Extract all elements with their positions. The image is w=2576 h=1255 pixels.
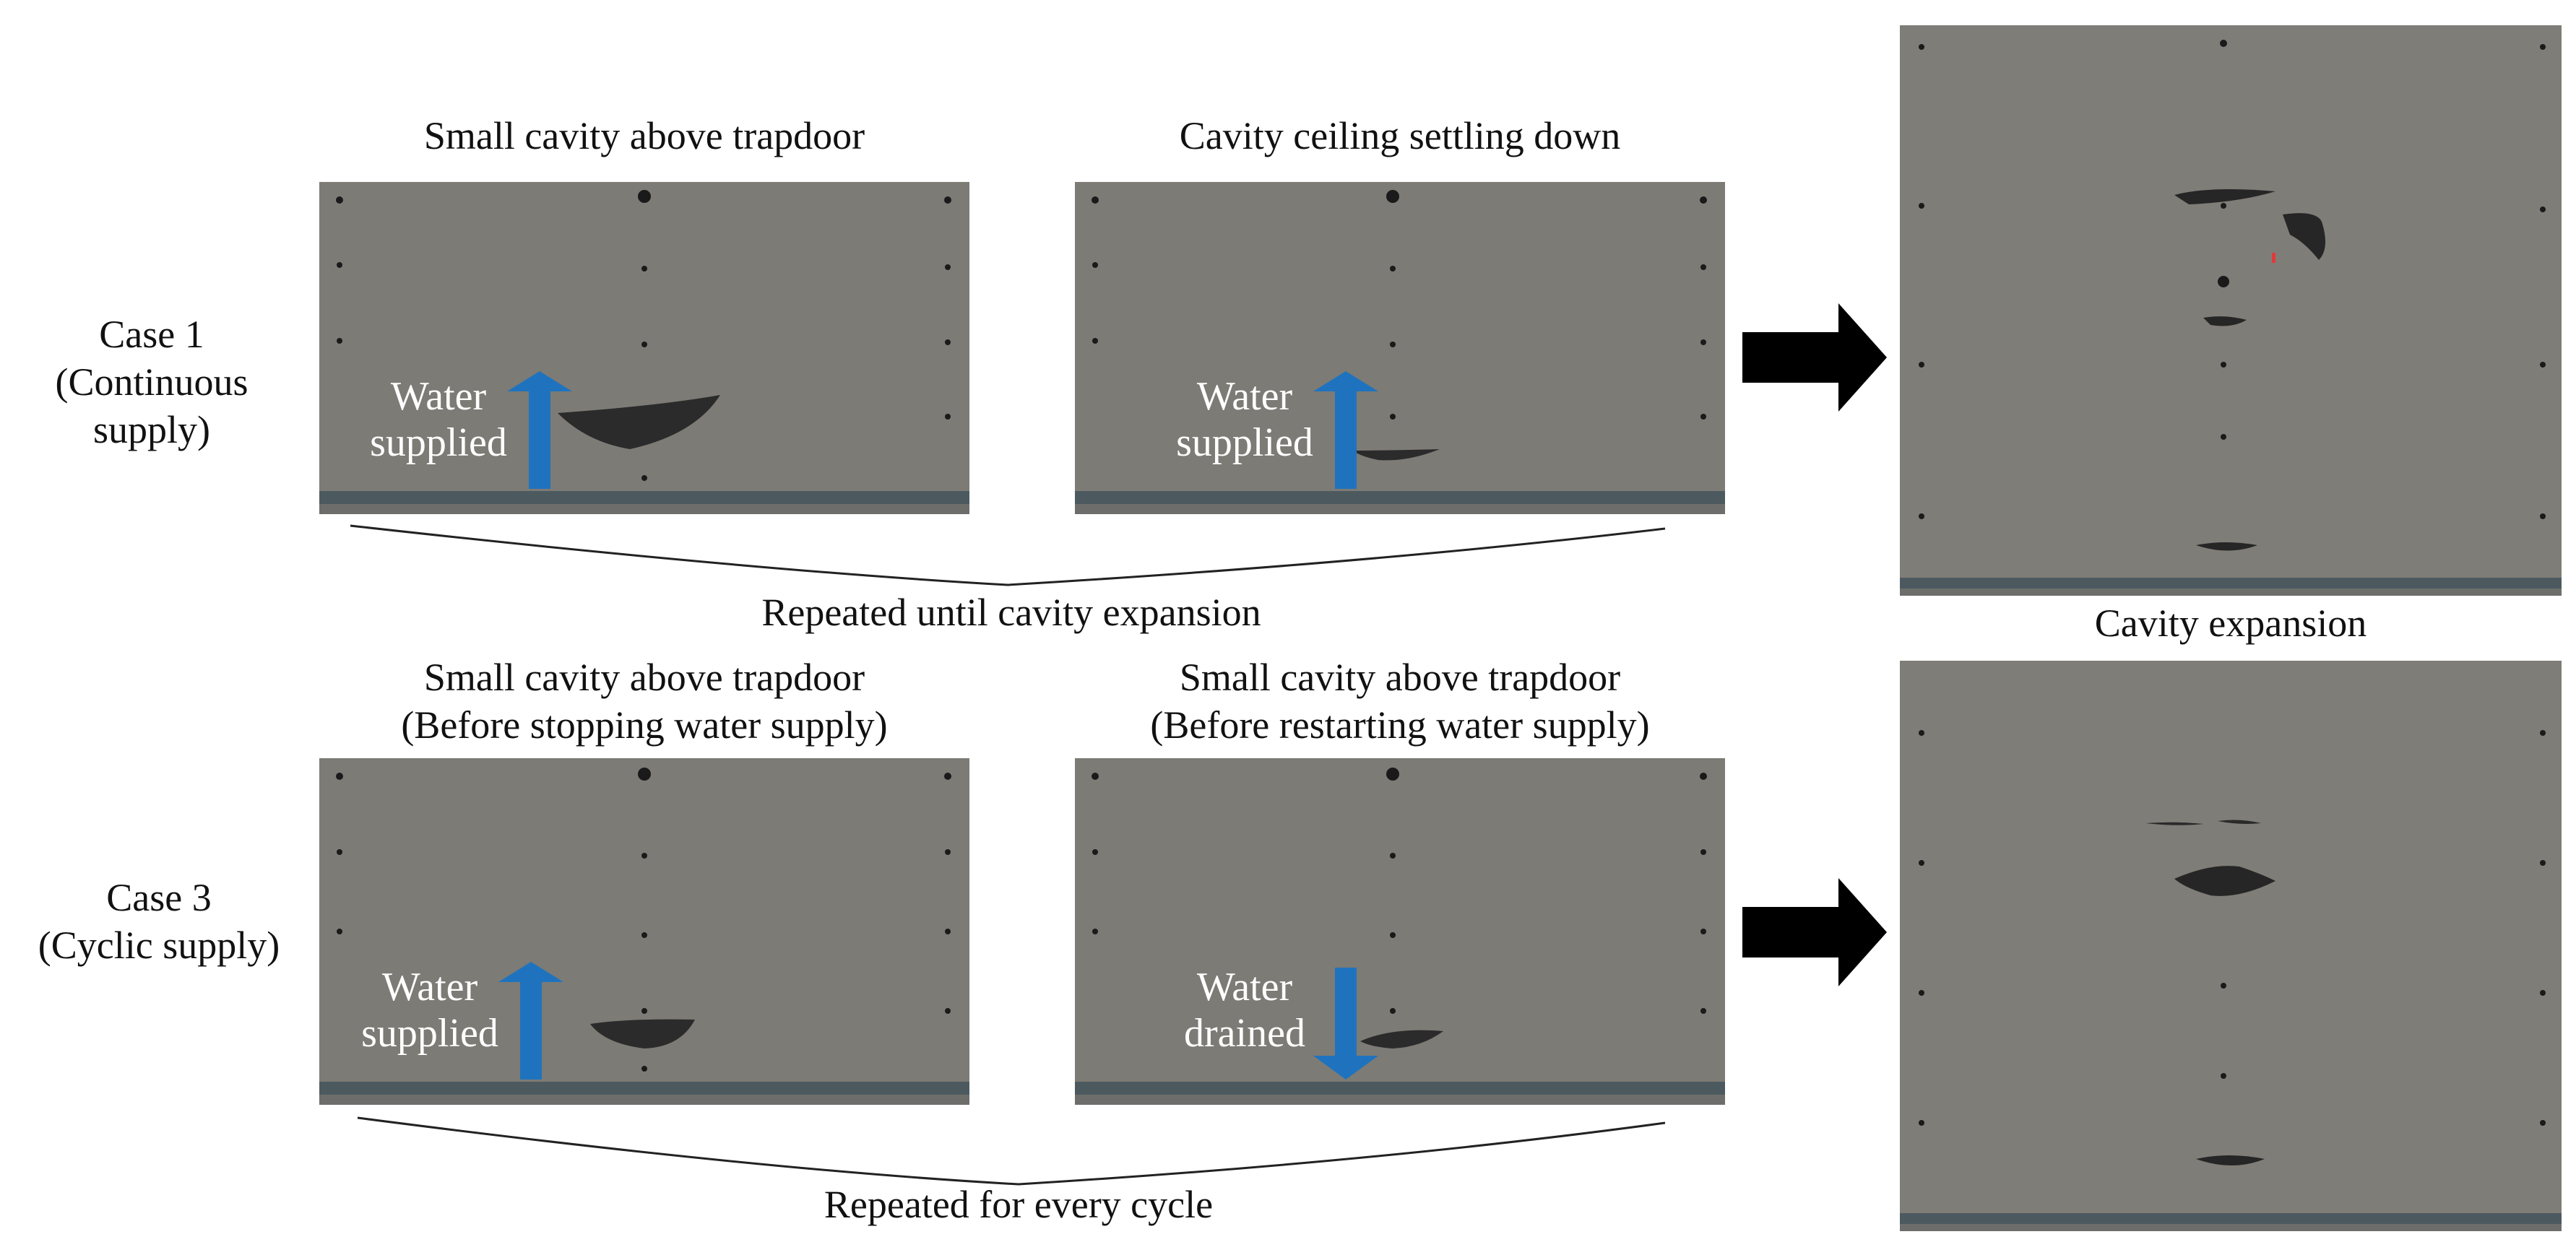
case1-label: Case 1 (Continuous supply) [0, 311, 303, 453]
row1-panel2-caption: Cavity ceiling settling down [1179, 114, 1621, 157]
row2-panel2-caption: Small cavity above trapdoor (Before rest… [1075, 653, 1725, 749]
row2-panel2-water-label: Water drained [1154, 964, 1335, 1056]
result-photo-case3-graphics [1900, 730, 2562, 1231]
row2-panel2-cavity [1360, 1030, 1443, 1048]
result-photo-case1 [1900, 25, 2562, 596]
row1-bracket [350, 524, 1666, 586]
row1-black-arrow-icon [1742, 303, 1887, 412]
row1-panel2-graphics [1075, 190, 1725, 514]
result1-cavity-top [2174, 188, 2275, 204]
row1-panel1-graphics [319, 190, 969, 514]
result1-cavity-bottom [2196, 542, 2257, 551]
row2-panel1-cavity [590, 1019, 695, 1048]
row2-panel1-label-line2: supplied [361, 1011, 498, 1056]
row1-panel1-photo: Water supplied [319, 182, 969, 514]
row2-bracket [357, 1116, 1666, 1186]
result3-cavity-bottom [2196, 1155, 2265, 1165]
row1-panel1-water-label: Water supplied [348, 373, 529, 466]
row2-panel2-label-line2: drained [1184, 1011, 1305, 1056]
result-photo-case3 [1900, 661, 2562, 1231]
row1-panel1-label-line2: supplied [370, 420, 507, 465]
row1-bracket-caption: Repeated until cavity expansion [761, 591, 1261, 634]
row2-panel2-label-line1: Water [1196, 965, 1293, 1009]
water-down-arrow-icon [1313, 968, 1378, 1080]
water-up-arrow-icon [498, 962, 563, 1080]
row2-panel1-caption-line1: Small cavity above trapdoor [423, 656, 865, 699]
result-caption: Cavity expansion [2094, 602, 2367, 645]
case1-sub-line1: (Continuous [55, 360, 248, 404]
case3-sub: (Cyclic supply) [38, 924, 280, 967]
result1-cavity-side [2283, 213, 2325, 260]
row1-panel1-caption: Small cavity above trapdoor [423, 114, 865, 157]
row2-panel2-caption-line2: (Before restarting water supply) [1150, 703, 1650, 747]
row2-panel1-graphics [319, 768, 969, 1105]
case1-sub-line2: supply) [93, 408, 210, 451]
result1-cavity-mid [2203, 316, 2247, 326]
row2-panel1-label-line1: Water [381, 965, 478, 1009]
result3-cavity-top [2145, 820, 2261, 825]
row2-black-arrow-icon [1742, 878, 1887, 986]
water-up-arrow-icon [507, 371, 572, 489]
row1-panel1-cavity [558, 395, 720, 449]
row2-panel1-water-label: Water supplied [340, 964, 520, 1056]
case1-title: Case 1 [99, 313, 204, 356]
water-up-arrow-icon [1313, 371, 1378, 489]
row2-panel1-caption-line2: (Before stopping water supply) [401, 703, 888, 747]
row1-panel2-label-line1: Water [1196, 374, 1293, 419]
row2-panel1-caption: Small cavity above trapdoor (Before stop… [319, 653, 969, 749]
row1-panel2-water-label: Water supplied [1154, 373, 1335, 466]
row1-panel2-cavity [1353, 449, 1440, 461]
result-photo-case1-graphics [1900, 40, 2562, 596]
row1-panel1-label-line1: Water [390, 374, 487, 419]
row2-panel1-photo: Water supplied [319, 758, 969, 1105]
case3-label: Case 3 (Cyclic supply) [0, 874, 318, 969]
case3-title: Case 3 [106, 876, 212, 919]
row2-panel2-graphics [1075, 768, 1725, 1105]
row2-panel2-caption-line1: Small cavity above trapdoor [1179, 656, 1621, 699]
result3-cavity-mid [2174, 866, 2275, 896]
row1-panel2-label-line2: supplied [1176, 420, 1313, 465]
row2-bracket-caption: Repeated for every cycle [824, 1183, 1214, 1226]
row2-panel2-photo: Water drained [1075, 758, 1725, 1105]
row1-panel2-photo: Water supplied [1075, 182, 1725, 514]
